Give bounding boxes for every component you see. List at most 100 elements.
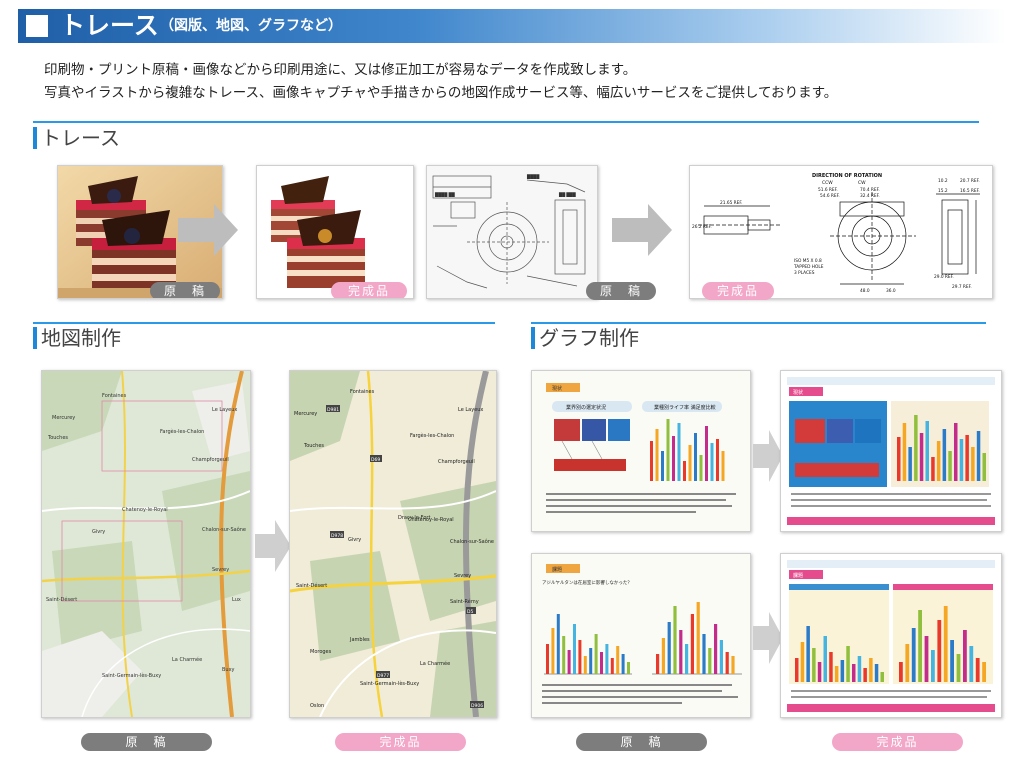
graph-sketch-image-2: 課題 アジルヤルタンは在居室に影響しなかった？ xyxy=(532,554,750,717)
thumbnail-bar xyxy=(908,447,912,481)
road-label: D978 xyxy=(331,533,343,539)
thumbnail-bar xyxy=(594,634,598,674)
thumbnail-bar xyxy=(982,453,986,481)
arrow-right-icon xyxy=(178,204,238,256)
thumbnail-bar xyxy=(800,642,805,682)
header-banner xyxy=(18,9,1006,43)
dim: 21.65 REF. xyxy=(720,200,743,206)
thumbnail-bar xyxy=(982,662,986,682)
thumbnail-bar xyxy=(694,433,697,481)
thumbnail-bar xyxy=(719,640,723,674)
thumbnail-bar xyxy=(562,636,566,674)
map-place: Le Layeux xyxy=(212,407,237,413)
label-finished: 完成品 xyxy=(335,733,466,751)
map-place: Chatenoy-le-Royal xyxy=(408,517,454,523)
thumbnail-bar xyxy=(911,628,916,682)
thumbnail-bar xyxy=(959,439,964,481)
thumbnail-bar xyxy=(817,662,822,682)
thumbnail-bar xyxy=(905,644,910,682)
map-place: Givry xyxy=(92,529,105,535)
graph-original-2: 課題 アジルヤルタンは在居室に影響しなかった？ xyxy=(531,553,751,718)
dim: 36.0 xyxy=(886,288,896,294)
thumbnail-bar xyxy=(696,602,700,674)
bullet-square-icon xyxy=(26,15,48,37)
graph-heading: 業種別ライフ率 満足度比較 xyxy=(654,404,716,411)
map-place: Le Layeux xyxy=(458,407,483,413)
map-place: Mercurey xyxy=(294,411,317,417)
thumbnail-bar xyxy=(679,630,683,674)
thumbnail-bar xyxy=(721,451,725,481)
thumbnail-bar xyxy=(725,652,729,674)
thumbnail-bar xyxy=(897,437,901,481)
map-place: Saint-Désert xyxy=(46,596,77,603)
map-finished: Fontaines Le Layeux Mercurey Fargès-les-… xyxy=(289,370,497,718)
thumbnail-bar xyxy=(919,433,924,481)
map-place: Champforgeuil xyxy=(438,459,475,465)
section-rule xyxy=(531,322,986,324)
map-place: Givry xyxy=(348,537,361,543)
thumbnail-bar xyxy=(672,436,675,481)
dim: 54.6 REF. xyxy=(820,193,840,199)
intro-line-1: 印刷物・プリント原稿・画像などから印刷用途に、又は修正加工が容易なデータを作成致… xyxy=(44,62,637,78)
thumbnail-bar xyxy=(705,426,708,481)
thumbnail-bar xyxy=(661,451,664,481)
thumbnail-bar xyxy=(975,658,980,682)
thumbnail-bar xyxy=(956,654,961,682)
thumbnail-bar xyxy=(936,441,941,481)
thumbnail-bar xyxy=(969,646,974,682)
graph-tag: 現状 xyxy=(793,389,803,396)
thumbnail-bar xyxy=(589,648,593,674)
dim: 20.7 REF. xyxy=(960,178,980,184)
drawing-title: DIRECTION OF ROTATION xyxy=(812,173,882,179)
map-place: Oslon xyxy=(310,703,324,709)
thumbnail-bar xyxy=(731,656,735,674)
thumbnail-bar xyxy=(931,457,935,481)
dim: 29.7 REF. xyxy=(952,284,972,290)
map-place: Champforgeuil xyxy=(192,457,229,463)
drawing-ccw: CCW xyxy=(822,180,833,186)
thumbnail-bar xyxy=(840,660,845,682)
thumbnail-bar xyxy=(690,614,694,674)
map-place: Saint-Germain-lès-Buxy xyxy=(102,672,161,679)
dim: 10.2 xyxy=(938,178,948,184)
graph-tag: 課題 xyxy=(793,572,803,579)
label-original: 原 稿 xyxy=(586,282,656,300)
thumbnail-bar xyxy=(702,634,706,674)
section-rule xyxy=(33,121,979,123)
arrow-right-icon xyxy=(753,430,783,482)
thumbnail-bar xyxy=(600,652,603,674)
graph-heading: アジルヤルタンは在居室に影響しなかった？ xyxy=(542,579,632,586)
graph-heading: 業界別の選定状況 xyxy=(566,404,606,411)
arrow-right-icon xyxy=(753,612,783,664)
map-place: Fontaines xyxy=(350,389,375,395)
road-label: D906 xyxy=(471,703,483,709)
thumbnail-bar xyxy=(806,626,810,682)
thumbnail-bar xyxy=(677,423,681,481)
map-place: Touches xyxy=(303,443,324,449)
thumbnail-bar xyxy=(688,445,692,481)
map-place: Sevrey xyxy=(212,567,229,573)
drawing-note: 3 PLACES xyxy=(794,270,815,276)
svg-text:████ ██: ████ ██ xyxy=(434,192,456,197)
thumbnail-bar xyxy=(857,656,862,682)
label-original: 原 稿 xyxy=(81,733,212,751)
map-place: Fargès-les-Chalon xyxy=(160,428,204,435)
thumbnail-bar xyxy=(823,636,827,682)
graph-tag: 現状 xyxy=(552,385,562,392)
dim: 26.2 REF. xyxy=(692,224,712,230)
thumbnail-bar xyxy=(971,447,975,481)
drawing-note: TAPPED HOLE xyxy=(793,264,824,270)
thumbnail-bar xyxy=(869,658,873,682)
thumbnail-bar xyxy=(661,638,665,674)
road-label: D5 xyxy=(467,609,473,615)
graph-vector-image-2: 課題 xyxy=(781,554,1001,717)
thumbnail-bar xyxy=(714,624,718,674)
graph-vector-image-1: 現状 xyxy=(781,371,1001,531)
thumbnail-bar xyxy=(710,443,714,481)
thumbnail-bar xyxy=(685,644,689,674)
cake-illustration-finished: 完成品 xyxy=(256,165,414,299)
thumbnail-bar xyxy=(937,620,942,682)
technical-drawing-vector: DIRECTION OF ROTATION CCW CW 10.2 20.7 xyxy=(690,166,992,298)
drawing-scan-original: ████ ██████ ██ ███ xyxy=(426,165,598,299)
graph-tag: 課題 xyxy=(552,566,562,573)
